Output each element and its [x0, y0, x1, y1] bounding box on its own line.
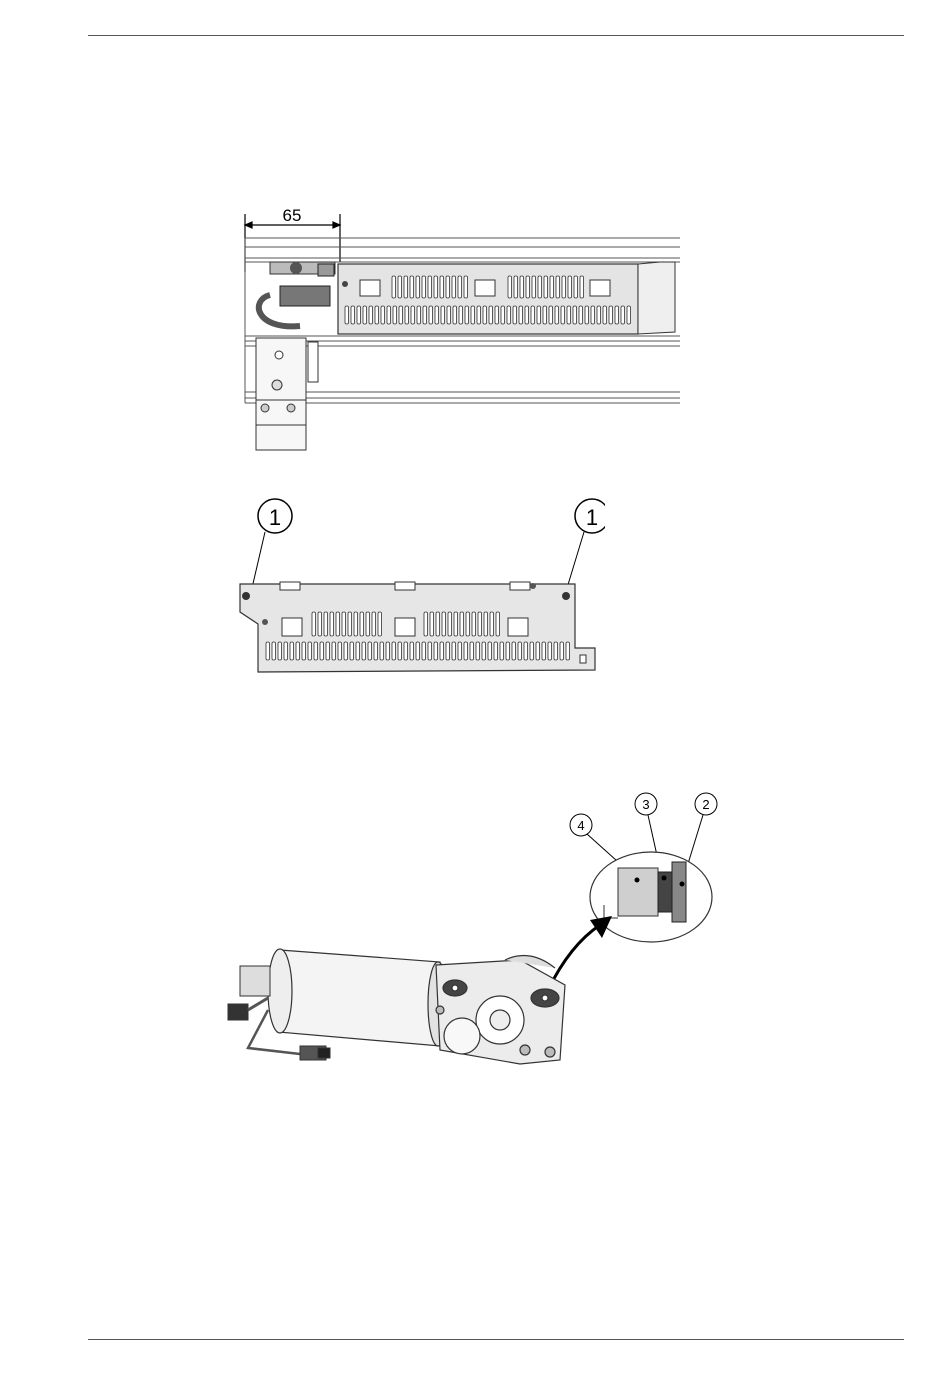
arrow-to-detail — [548, 916, 612, 990]
control-unit-housing — [240, 582, 595, 672]
header-rule — [88, 35, 904, 36]
callout-4-label: 4 — [577, 818, 584, 833]
cable-connector — [259, 262, 335, 326]
control-unit-figure: 1 1 — [235, 495, 605, 680]
control-unit-top — [338, 262, 675, 334]
callout-1-left-label: 1 — [269, 505, 281, 530]
footer-rule — [88, 1339, 904, 1340]
detail-view — [590, 852, 712, 942]
callout-3-label: 3 — [642, 797, 649, 812]
dimension-label: 65 — [283, 206, 302, 225]
rail-assembly-figure: 65 — [230, 195, 690, 460]
callout-1-right-label: 1 — [586, 505, 598, 530]
callout-2-label: 2 — [702, 797, 709, 812]
motor-figure: 4 3 2 — [215, 785, 730, 1075]
mounting-bracket — [256, 338, 318, 450]
